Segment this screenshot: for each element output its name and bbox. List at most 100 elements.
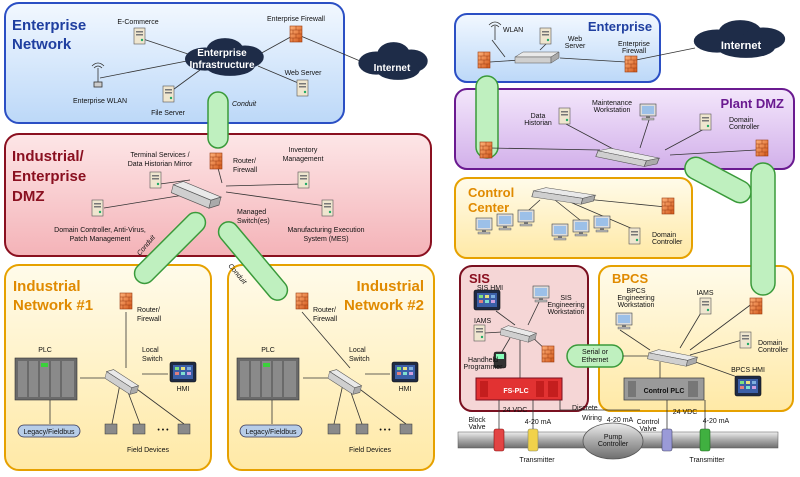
r-block-valve-label-2: Valve — [469, 424, 486, 431]
industrial-network-1-zone — [4, 264, 212, 471]
net2-hmi-icon — [391, 361, 419, 383]
internet-cloud-icon — [358, 42, 428, 80]
net2-router-label-1: Router/ — [313, 307, 336, 314]
net2-field-device-2 — [355, 423, 369, 435]
r-control-plc-slot2 — [688, 381, 698, 397]
r-sis-hmi-label: SIS HMI — [477, 285, 503, 292]
net2-title-2: Network #2 — [344, 297, 424, 314]
r-dmz-domain-server-icon — [699, 113, 712, 131]
r-historian-label-2: Historian — [524, 120, 552, 127]
net1-dots: • • • — [157, 427, 169, 434]
inventory-label-2: Management — [283, 156, 324, 163]
r-fs-plc-slot — [480, 381, 488, 397]
terminal-label-1: Terminal Services / — [130, 152, 189, 159]
r-control-plc-slot — [628, 381, 636, 397]
net2-legacy-label: Legacy/Fieldbus — [246, 429, 297, 436]
net1-router-label-1: Router/ — [137, 307, 160, 314]
r-dmz-right-firewall-icon — [755, 139, 769, 157]
r-web-server-label-1: Web — [568, 36, 582, 43]
mes-label-2: System (MES) — [303, 236, 348, 243]
net2-hmi-label: HMI — [399, 386, 412, 393]
wlan-antenna-icon — [91, 62, 105, 88]
r-sis-iams-label: IAMS — [474, 318, 491, 325]
net1-hmi-icon — [169, 361, 197, 383]
net2-local-switch-label-2: Switch — [349, 356, 370, 363]
r-dmz-domain-label-1: Domain — [729, 117, 753, 124]
r-control-title-1: Control — [468, 185, 514, 200]
dmz-title-2: Enterprise — [12, 168, 86, 185]
r-vdc-left-label: 24 VDC — [503, 407, 528, 414]
r-conduit-dmz-control — [684, 156, 752, 204]
dmz-router-firewall-icon — [209, 152, 223, 170]
net2-field-devices-label: Field Devices — [349, 447, 392, 454]
managed-switch-label-2: Switch(es) — [237, 218, 270, 225]
r-sis-title: SIS — [469, 271, 490, 286]
file-server-label: File Server — [151, 110, 186, 117]
r-dmz-left-firewall-icon — [479, 141, 493, 159]
net2-title-1: Industrial — [356, 278, 424, 295]
r-transmitter-left-icon — [527, 428, 539, 452]
r-pump-icon — [582, 422, 644, 460]
net2-legacy-fieldbus-bar — [239, 424, 303, 438]
managed-switch-label-1: Managed — [237, 209, 266, 216]
r-wlan-label: WLAN — [503, 27, 523, 34]
r-bpcs-hmi-label: BPCS HMI — [731, 367, 765, 374]
r-bpcs-iams-server-icon — [699, 297, 712, 315]
r-historian-label-1: Data — [531, 113, 546, 120]
net1-plc-label: PLC — [38, 347, 52, 354]
r-discrete-label: Discrete — [572, 405, 598, 412]
r-control-firewall-icon — [661, 197, 675, 215]
r-bpcs-eng-label-3: Workstation — [618, 302, 655, 309]
web-server-label: Web Server — [285, 70, 322, 77]
conduit-dmz-net2 — [217, 221, 289, 301]
dmz-title-3: DMZ — [12, 188, 45, 205]
net2-plc-label: PLC — [261, 347, 275, 354]
r-dmz-domain-label-2: Controller — [729, 124, 760, 131]
ecommerce-label: E-Commerce — [117, 19, 158, 26]
enterprise-firewall-icon — [289, 25, 303, 43]
r-control-plc-label: Control PLC — [644, 388, 685, 395]
r-internet-cloud-icon — [693, 20, 786, 58]
industrial-network-2-zone — [227, 264, 435, 471]
internet-label: Internet — [374, 63, 411, 74]
r-sis-eng-label-2: Engineering — [547, 302, 584, 309]
r-control-plc-icon — [623, 377, 705, 401]
r-fs-plc-slot3 — [548, 381, 558, 397]
r-historian-server-icon — [558, 107, 571, 125]
net1-field-device-2 — [132, 423, 146, 435]
r-ma-right-label: 4-20 mA — [703, 418, 730, 425]
r-bpcs-domain-label-2: Controller — [758, 347, 789, 354]
r-bpcs-firewall-icon — [749, 297, 763, 315]
r-control-title-2: Center — [468, 200, 509, 215]
r-control-valve-icon — [661, 428, 673, 452]
mes-label-1: Manufacturing Execution — [287, 227, 364, 234]
domain-controller-label-1: Domain Controller, Anti-Virus, — [54, 227, 146, 234]
r-handheld-screen — [496, 354, 504, 359]
inventory-server-icon — [297, 171, 310, 189]
r-transmitter-right-label: Transmitter — [689, 457, 725, 464]
net2-plc-icon — [236, 357, 300, 401]
net1-router-firewall-icon — [119, 292, 133, 310]
r-transmitter-left-label: Transmitter — [519, 457, 555, 464]
ecommerce-server-icon — [133, 27, 146, 45]
inventory-label-1: Inventory — [289, 147, 318, 154]
r-conduit-dmz-bpcs — [750, 162, 776, 296]
r-web-server-icon — [539, 27, 552, 45]
web-server-icon — [296, 79, 309, 97]
r-sis-eng-label-3: Workstation — [548, 309, 585, 316]
r-control-valve-label-2: Valve — [640, 426, 657, 433]
net1-router-label-2: Firewall — [137, 316, 162, 323]
net1-legacy-fieldbus-bar — [17, 424, 81, 438]
enterprise-title-1: Enterprise — [12, 17, 86, 34]
r-maint-label-1: Maintenance — [592, 100, 632, 107]
enterprise-firewall-label: Enterprise Firewall — [267, 16, 325, 23]
r-plant-dmz-title: Plant DMZ — [720, 96, 784, 111]
r-control-domain-server-icon — [628, 227, 641, 245]
r-bpcs-iams-label: IAMS — [696, 290, 713, 297]
net1-field-devices-label: Field Devices — [127, 447, 170, 454]
r-wiring-label: Wiring — [582, 415, 602, 422]
net1-title-1: Industrial — [13, 278, 81, 295]
r-sis-firewall-icon — [541, 345, 555, 363]
r-enterprise-fw-label-2: Firewall — [622, 48, 647, 55]
